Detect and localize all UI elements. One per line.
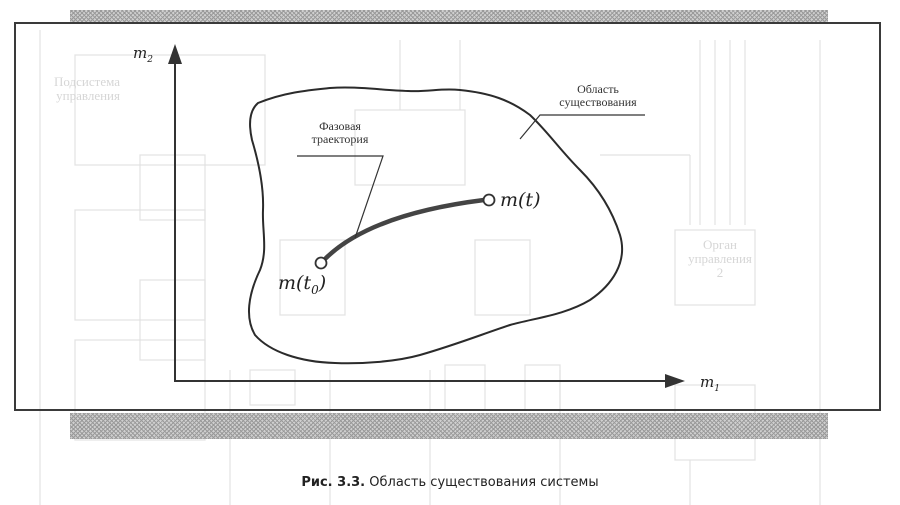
x-axis-label-sub: 1 <box>714 384 720 394</box>
region-leader-line <box>519 114 645 140</box>
phase-trajectory <box>323 197 487 261</box>
ghost-organ-label: Орган управления 2 <box>680 238 760 280</box>
y-axis-label: m2 <box>133 44 153 65</box>
region-label: Область существования <box>548 83 648 109</box>
trajectory-label: Фазовая траектория <box>295 120 385 146</box>
hatched-band-bottom <box>70 413 828 439</box>
ghost-line: Подсистема <box>54 74 120 89</box>
start-point-close: ) <box>318 272 327 294</box>
end-point-marker <box>482 193 496 207</box>
start-point-marker <box>314 256 328 270</box>
ghost-subsystem-label: Подсистема управления <box>30 75 120 103</box>
end-point-label: m(t) <box>500 189 540 211</box>
start-point-label: m(t0) <box>278 272 326 297</box>
trajectory-label-line1: Фазовая <box>319 119 361 133</box>
hatched-band-top <box>70 10 828 23</box>
y-axis-arrow-icon <box>168 44 182 64</box>
ghost-line: управления <box>56 88 120 103</box>
trajectory-leader-line <box>297 155 384 239</box>
ghost-line: Орган <box>703 237 737 252</box>
caption-text: Область существования системы <box>365 475 599 490</box>
existence-region-boundary <box>248 86 624 365</box>
start-point-sub: 0 <box>311 282 319 297</box>
ghost-line: 2 <box>716 265 724 280</box>
y-axis-label-sub: 2 <box>147 55 153 65</box>
x-axis-label: m1 <box>700 373 720 394</box>
x-axis-arrow-icon <box>665 374 685 388</box>
ghost-line: управления <box>688 251 752 266</box>
y-axis-label-text: m <box>133 44 148 62</box>
caption-number: Рис. 3.3. <box>301 475 366 490</box>
region-label-line1: Область <box>577 82 619 96</box>
region-label-line2: существования <box>559 95 637 109</box>
axes <box>168 44 685 388</box>
end-point-text: m(t) <box>500 189 541 211</box>
trajectory-label-line2: траектория <box>311 132 369 146</box>
figure-caption: Рис. 3.3. Область существования системы <box>0 475 900 490</box>
start-point-text: m(t <box>278 272 312 294</box>
x-axis-label-text: m <box>700 373 715 391</box>
figure-frame <box>14 22 881 411</box>
